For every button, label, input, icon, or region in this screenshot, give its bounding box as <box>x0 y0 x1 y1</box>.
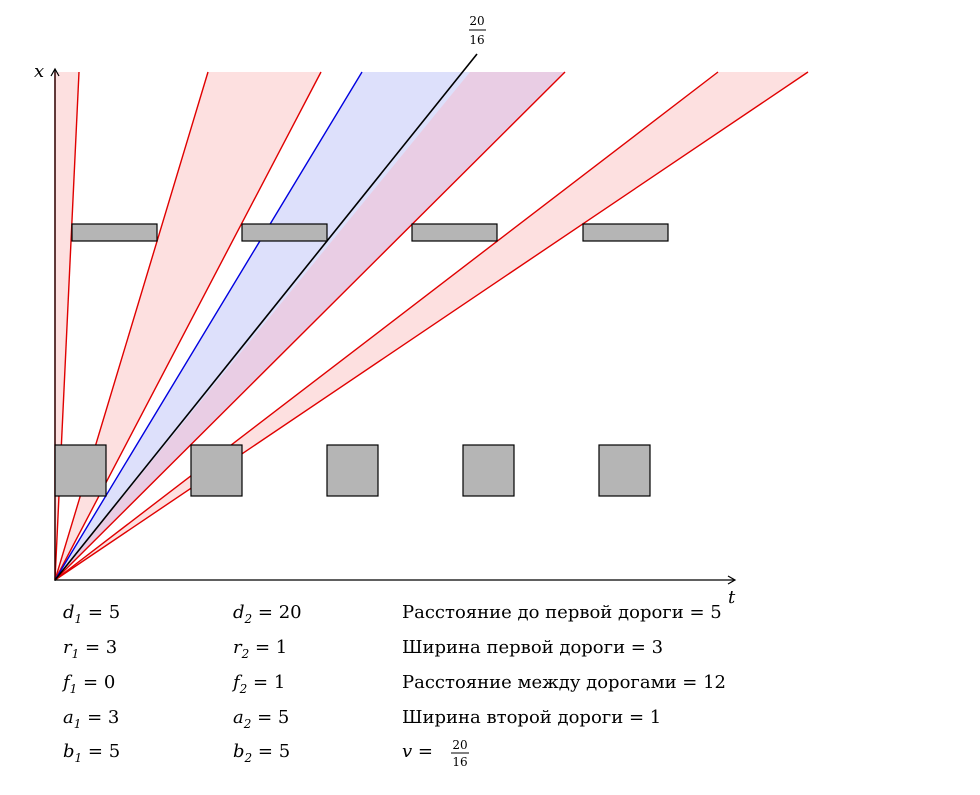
legend-v-lhs: v = <box>402 741 433 762</box>
road1-obstacle <box>190 444 243 497</box>
band-edge-line <box>54 71 809 581</box>
x-axis-arrow <box>50 67 60 77</box>
legend-col2: d2 = 20 r2 = 1 f2 = 1 a2 = 5 b2 = 5 <box>231 602 302 765</box>
legend-f2: f2 = 1 <box>231 672 285 696</box>
band-edge-line <box>54 71 566 581</box>
road1-obstacle <box>462 444 515 497</box>
legend-a2: a2 = 5 <box>233 707 289 731</box>
x-axis-label: x <box>34 61 44 82</box>
legend-d1: d1 = 5 <box>63 602 120 626</box>
legend-a1: a1 = 3 <box>63 707 119 731</box>
legend-f1: f1 = 0 <box>61 672 115 696</box>
legend-b1: b1 = 5 <box>63 741 120 765</box>
road1-obstacle <box>54 444 107 497</box>
road1-obstacle <box>326 444 379 497</box>
velocity-line <box>54 53 478 581</box>
legend-v-den: 16 <box>452 755 467 769</box>
velocity-label: 20 16 <box>469 14 486 47</box>
road2-obstacle <box>71 223 158 242</box>
t-axis-arrow <box>727 575 737 585</box>
legend-distance-between-roads: Расстояние между дорогами = 12 <box>402 672 726 693</box>
band-edge-line <box>54 71 719 581</box>
road2-obstacle <box>582 223 669 242</box>
legend-distance-to-first-road: Расстояние до первой дороги = 5 <box>402 602 722 623</box>
legend-col1: d1 = 5 r1 = 3 f1 = 0 a1 = 3 b1 = 5 <box>61 602 120 765</box>
legend-d2: d2 = 20 <box>233 602 302 626</box>
legend-second-road-width: Ширина второй дороги = 1 <box>402 707 661 728</box>
legend-col3: Расстояние до первой дороги = 5 Ширина п… <box>402 602 726 769</box>
velocity-label-den: 16 <box>469 33 484 47</box>
road2-obstacle <box>241 223 328 242</box>
legend-first-road-width: Ширина первой дороги = 3 <box>402 637 663 658</box>
t-axis-label: t <box>728 587 736 608</box>
legend-v-num: 20 <box>452 738 467 752</box>
road2-obstacle <box>411 223 498 242</box>
legend-b2: b2 = 5 <box>233 741 290 765</box>
velocity-label-num: 20 <box>469 14 484 28</box>
road1-obstacle <box>598 444 651 497</box>
legend-r2: r2 = 1 <box>233 637 287 661</box>
legend-r1: r1 = 3 <box>63 637 117 661</box>
